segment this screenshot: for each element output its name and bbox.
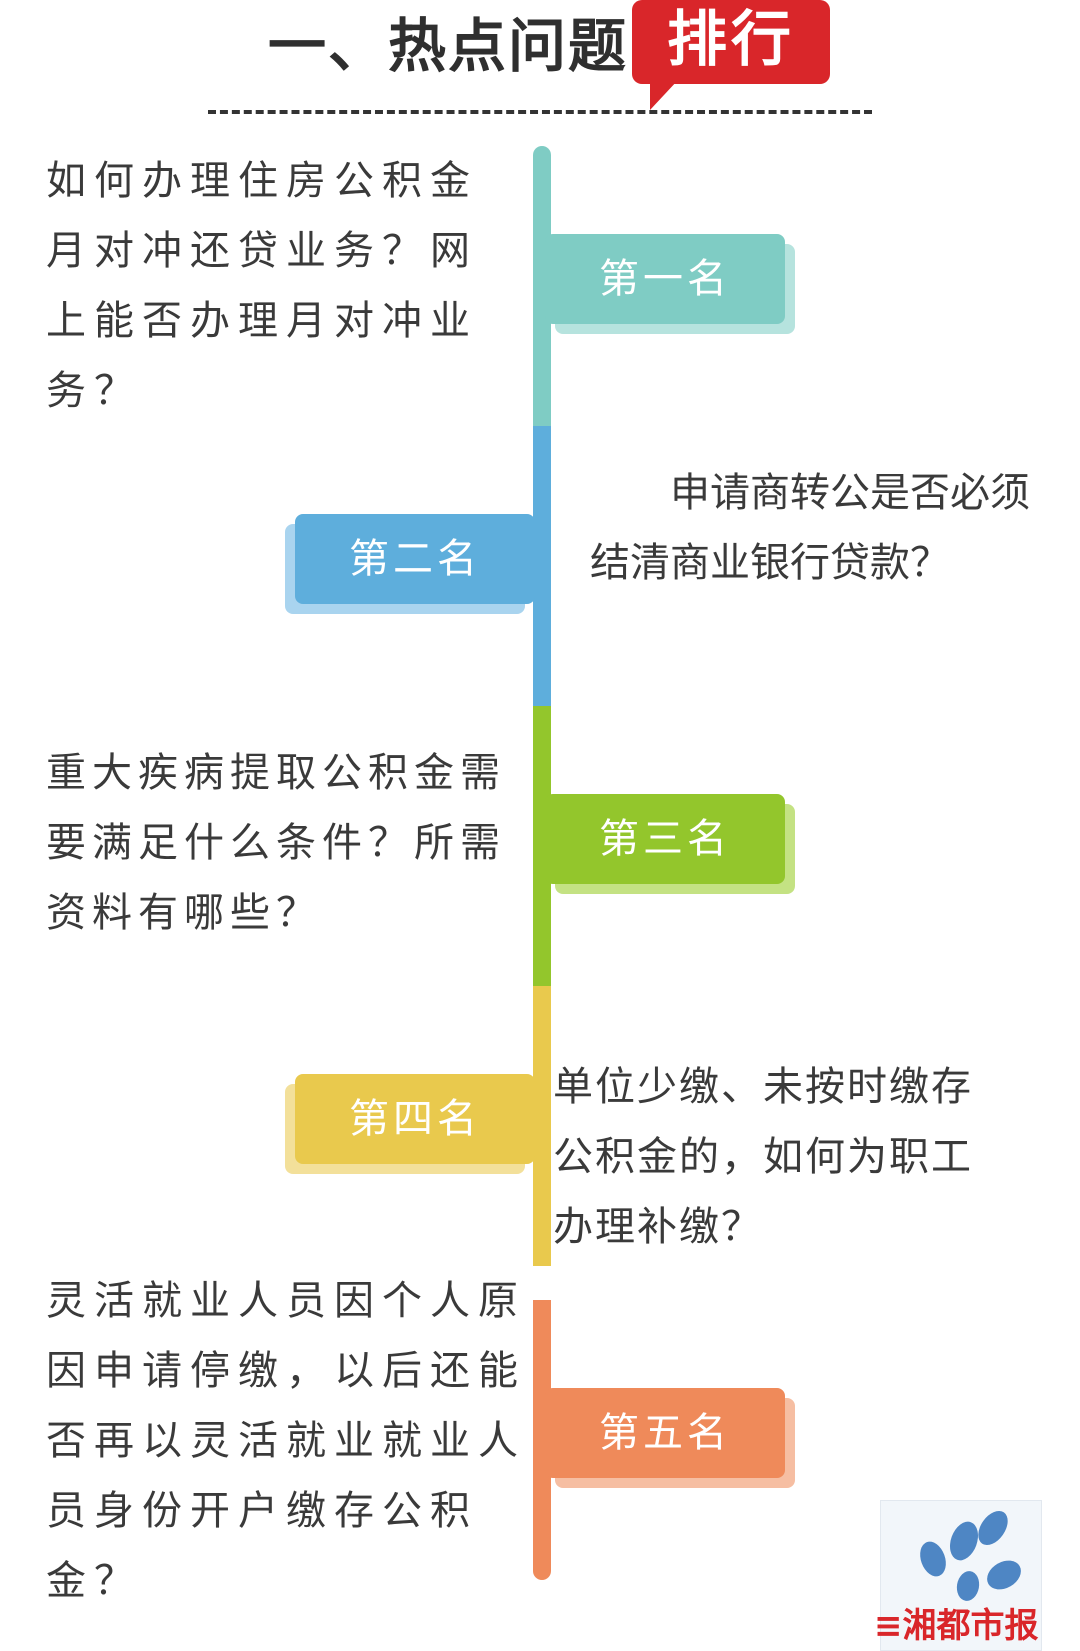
- rank-tag-3: 第三名: [545, 794, 785, 884]
- question-5: 灵活就业人员因个人原因申请停缴，以后还能否再以灵活就业就业人员身份开户缴存公积金…: [46, 1278, 526, 1604]
- leaf-icon: [915, 1537, 951, 1581]
- leaf-icon: [981, 1554, 1027, 1596]
- timeline-segment-2: [533, 426, 551, 706]
- leaf-icon: [944, 1517, 984, 1565]
- question-2-text: 申请商转公是否必须结清商业银行贷款？: [590, 470, 1030, 586]
- timeline-segment-4: [533, 986, 551, 1266]
- ranking-badge-label: 排行: [667, 5, 795, 75]
- watermark-logo: ≡湘都市报: [874, 1500, 1080, 1651]
- logo-background: [880, 1500, 1042, 1651]
- rank-tag-2: 第二名: [295, 514, 535, 604]
- rank-tag-5: 第五名: [545, 1388, 785, 1478]
- question-4: 单位少缴、未按时缴存公积金的，如何为职工办理补缴？: [553, 1064, 973, 1250]
- rank-tag-1: 第一名: [545, 234, 785, 324]
- timeline-segment-1: [533, 146, 551, 426]
- rank-tag-4: 第四名: [295, 1074, 535, 1164]
- timeline-segment-5: [533, 1300, 551, 1580]
- watermark-text: ≡湘都市报: [874, 1606, 1039, 1646]
- page-title: 一、热点问题: [268, 12, 629, 80]
- badge-pointer: [650, 80, 678, 110]
- question-2: 申请商转公是否必须结清商业银行贷款？: [590, 458, 1040, 598]
- watermark-label: 湘都市报: [902, 1606, 1039, 1646]
- dashed-divider: [208, 110, 872, 114]
- leaf-icon: [972, 1505, 1014, 1551]
- ranking-badge: 排行: [632, 0, 830, 84]
- question-1: 如何办理住房公积金月对冲还贷业务？网上能否办理月对冲业务？: [46, 158, 478, 414]
- timeline-segment-3: [533, 706, 551, 986]
- question-3: 重大疾病提取公积金需要满足什么条件？所需资料有哪些？: [46, 750, 506, 936]
